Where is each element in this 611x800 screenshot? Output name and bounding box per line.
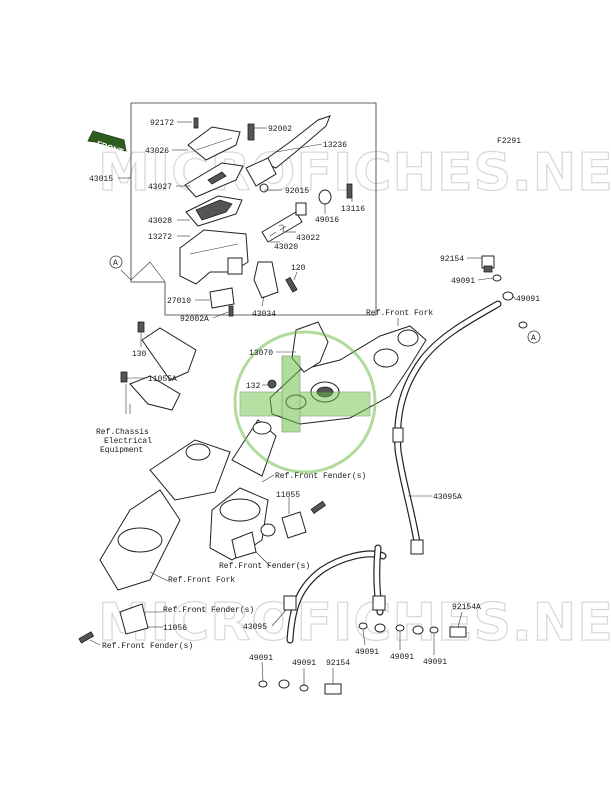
- ref-front-fender-1: Ref.Front Fender(s): [275, 472, 366, 481]
- piston-kit-icon: [261, 202, 307, 243]
- brake-lever-icon: [245, 115, 331, 193]
- part-label-49091-c: 49091: [355, 648, 379, 657]
- part-label-27010: 27010: [167, 297, 191, 306]
- group-leader: [120, 261, 166, 283]
- ref-chassis-line1: Ref.Chassis: [96, 428, 149, 437]
- part-label-92002a: 92002A: [180, 315, 209, 324]
- svg-text:A: A: [531, 334, 536, 343]
- part-label-43022: 43022: [296, 234, 320, 243]
- switch-icon: [253, 261, 279, 299]
- part-label-13272: 13272: [148, 233, 172, 242]
- part-label-49016: 49016: [315, 216, 339, 225]
- master-cylinder-body-icon: [179, 229, 249, 285]
- watermark-top: MICROFICHES.NET: [98, 143, 611, 203]
- part-label-92002: 92002: [268, 125, 292, 134]
- ref-circle-a-left: A: [109, 255, 123, 269]
- fork-left-icon: [99, 439, 231, 591]
- figure-code: F2291: [497, 137, 521, 146]
- banjo-bolt-92154a-icon: [449, 626, 467, 638]
- part-number-labels: 92172 92002 43026 13236 43015 43027 9201…: [89, 119, 540, 668]
- part-label-49091-b: 49091: [516, 295, 540, 304]
- clamp-icon: [209, 287, 235, 309]
- part-label-92154a: 92154A: [452, 603, 481, 612]
- bracket-130-icon: [137, 321, 197, 381]
- banjo-bolt-bottom-icon: [324, 683, 342, 695]
- bolt-132-icon: [267, 379, 277, 389]
- part-label-43095: 43095: [243, 623, 267, 632]
- ref-front-fender-4: Ref.Front Fender(s): [102, 642, 193, 651]
- part-label-43034: 43034: [252, 310, 276, 319]
- part-label-11055a: 11055A: [148, 375, 177, 384]
- part-label-43026: 43026: [145, 147, 169, 156]
- part-label-43015: 43015: [89, 175, 113, 184]
- part-label-92015: 92015: [285, 187, 309, 196]
- reservoir-cap-icon: [187, 126, 241, 161]
- washers-top-icon: [492, 274, 528, 329]
- svg-text:A: A: [113, 259, 118, 268]
- part-label-13116: 13116: [341, 205, 365, 214]
- part-label-43020: 43020: [274, 243, 298, 252]
- hose-clamp-11056-icon: [78, 603, 149, 644]
- part-label-130: 130: [132, 350, 147, 359]
- bushing-icon: [318, 189, 332, 205]
- ref-front-fork-top: Ref.Front Fork: [366, 309, 433, 318]
- center-emblem-icon: [233, 330, 377, 474]
- clip-icon: [278, 224, 284, 233]
- part-label-120: 120: [291, 264, 306, 273]
- part-label-92154-bottom: 92154: [326, 659, 350, 668]
- master-cylinder-group-frame: [130, 102, 377, 316]
- reference-labels: Ref.Front Fork Ref.Chassis Electrical Eq…: [96, 309, 433, 651]
- ref-chassis-line2: Electrical: [104, 437, 152, 446]
- part-label-132: 132: [246, 382, 261, 391]
- diaphragm-plate-icon: [184, 162, 244, 198]
- part-label-43027: 43027: [148, 183, 172, 192]
- ref-front-fender-2: Ref.Front Fender(s): [219, 562, 310, 571]
- hose-clamp-center-icon: [231, 523, 276, 559]
- ref-circle-a-right: A: [527, 330, 541, 344]
- part-label-49091-f: 49091: [249, 654, 273, 663]
- part-label-49091-a: 49091: [451, 277, 475, 286]
- part-label-49091-e: 49091: [423, 658, 447, 667]
- pivot-pin-icon: [346, 183, 353, 199]
- ref-front-fender-3: Ref.Front Fender(s): [163, 606, 254, 615]
- part-label-49091-d: 49091: [390, 653, 414, 662]
- banjo-bolt-top-icon: [481, 255, 495, 273]
- part-label-11056: 11056: [163, 624, 187, 633]
- screw-icon: [193, 117, 199, 129]
- bracket-11055a-icon: [120, 371, 181, 411]
- brake-hose-43095: [283, 544, 387, 644]
- leader-lines: [89, 121, 517, 685]
- brake-hose-43095a: [392, 300, 502, 555]
- part-label-43028: 43028: [148, 217, 172, 226]
- diaphragm-icon: [185, 195, 243, 227]
- part-label-13236: 13236: [323, 141, 347, 150]
- ref-chassis-line3: Equipment: [100, 446, 143, 455]
- part-label-92154-top: 92154: [440, 255, 464, 264]
- part-label-43095a: 43095A: [433, 493, 462, 502]
- part-label-11055: 11055: [276, 491, 300, 500]
- hose-clamp-11055-icon: [281, 500, 327, 539]
- watermark-bottom: MICROFICHES.NET: [98, 593, 611, 653]
- part-label-13070: 13070: [249, 349, 273, 358]
- bolt-92002a-icon: [228, 305, 234, 317]
- part-label-49091-g: 49091: [292, 659, 316, 668]
- part-label-92172: 92172: [150, 119, 174, 128]
- bolt-120-icon: [285, 276, 298, 293]
- ref-front-fork-bottom: Ref.Front Fork: [168, 576, 235, 585]
